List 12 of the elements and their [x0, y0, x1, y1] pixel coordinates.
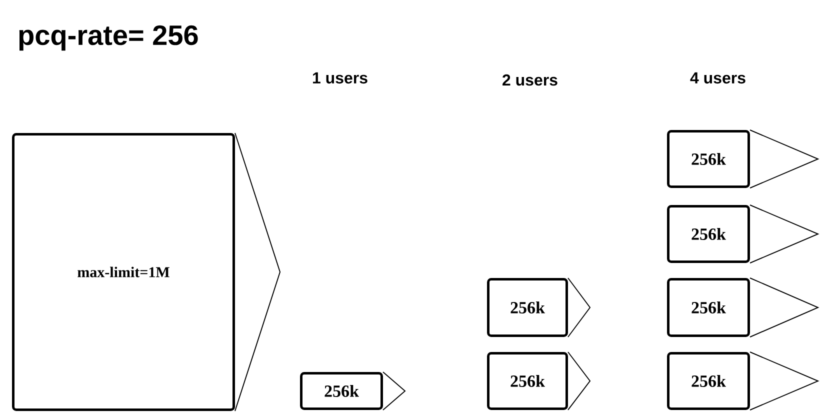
- column-heading: 1 users: [313, 72, 368, 84]
- rate-box: 256k: [667, 204, 820, 264]
- column-heading: 2 users: [502, 74, 558, 86]
- rate-box: 256k: [667, 352, 820, 410]
- rate-box: 256k: [487, 352, 591, 410]
- rate-box: 256k: [487, 278, 591, 338]
- rate-box: 256k: [667, 130, 820, 188]
- title: pcq-rate= 256: [19, 25, 198, 51]
- queue-box: max-limit=1M: [12, 132, 281, 412]
- rate-box: 256k: [667, 278, 820, 338]
- column-heading: 4 users: [690, 72, 746, 84]
- rate-box: 256k: [300, 372, 406, 410]
